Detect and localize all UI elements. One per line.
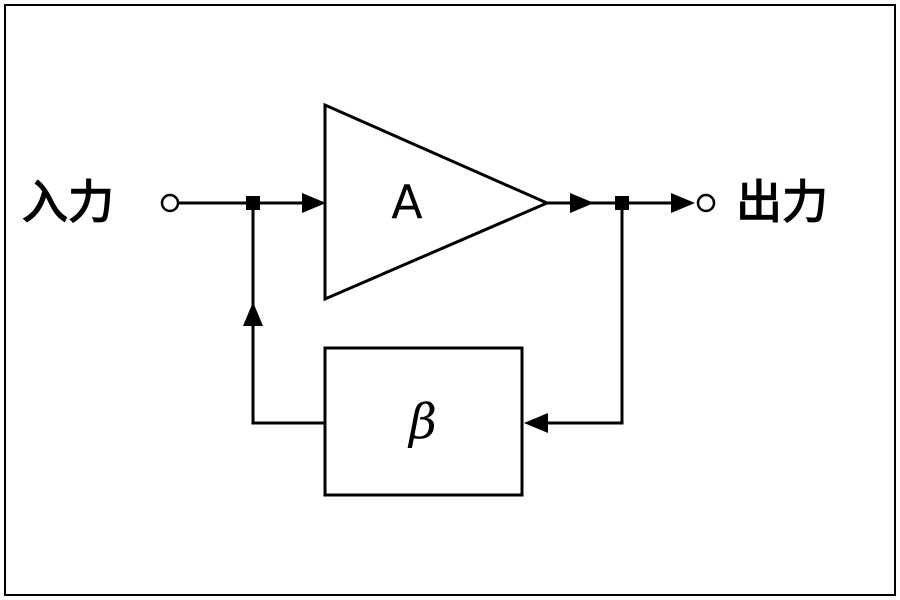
feedback-label: β [407,394,437,450]
input-arrowhead [302,193,326,213]
input-label: 入力 [22,175,114,229]
amplifier-label: A [391,175,423,229]
feedback-wire-left [251,320,325,425]
amplifier-triangle [323,102,551,302]
feedback-block [323,346,524,497]
amplifier-output-arrowhead [570,193,594,213]
feedback-wire-right [540,203,624,425]
output-label: 出力 [736,175,828,229]
input-terminal [160,193,180,213]
output-terminal [696,193,716,213]
diagram-frame [4,4,896,596]
feedback-input-arrowhead [524,413,548,433]
output-arrowhead [671,193,695,213]
